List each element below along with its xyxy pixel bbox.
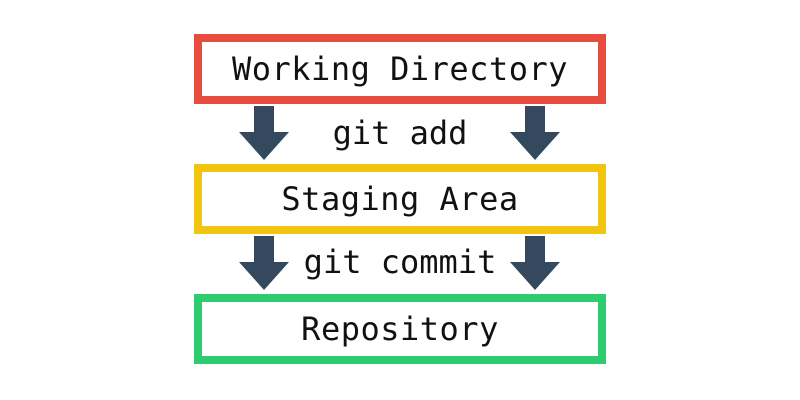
down-arrow-icon	[239, 236, 289, 290]
git-commit-label: git commit	[303, 243, 497, 281]
staging-area-box: Staging Area	[194, 164, 606, 234]
down-arrow-icon	[510, 236, 560, 290]
git-add-label: git add	[332, 114, 468, 152]
down-arrow-icon	[510, 106, 560, 160]
down-arrow-icon	[239, 106, 289, 160]
repository-label: Repository	[301, 310, 499, 348]
repository-box: Repository	[194, 294, 606, 364]
working-directory-label: Working Directory	[231, 50, 568, 88]
working-directory-box: Working Directory	[194, 34, 606, 104]
staging-area-label: Staging Area	[281, 180, 519, 218]
